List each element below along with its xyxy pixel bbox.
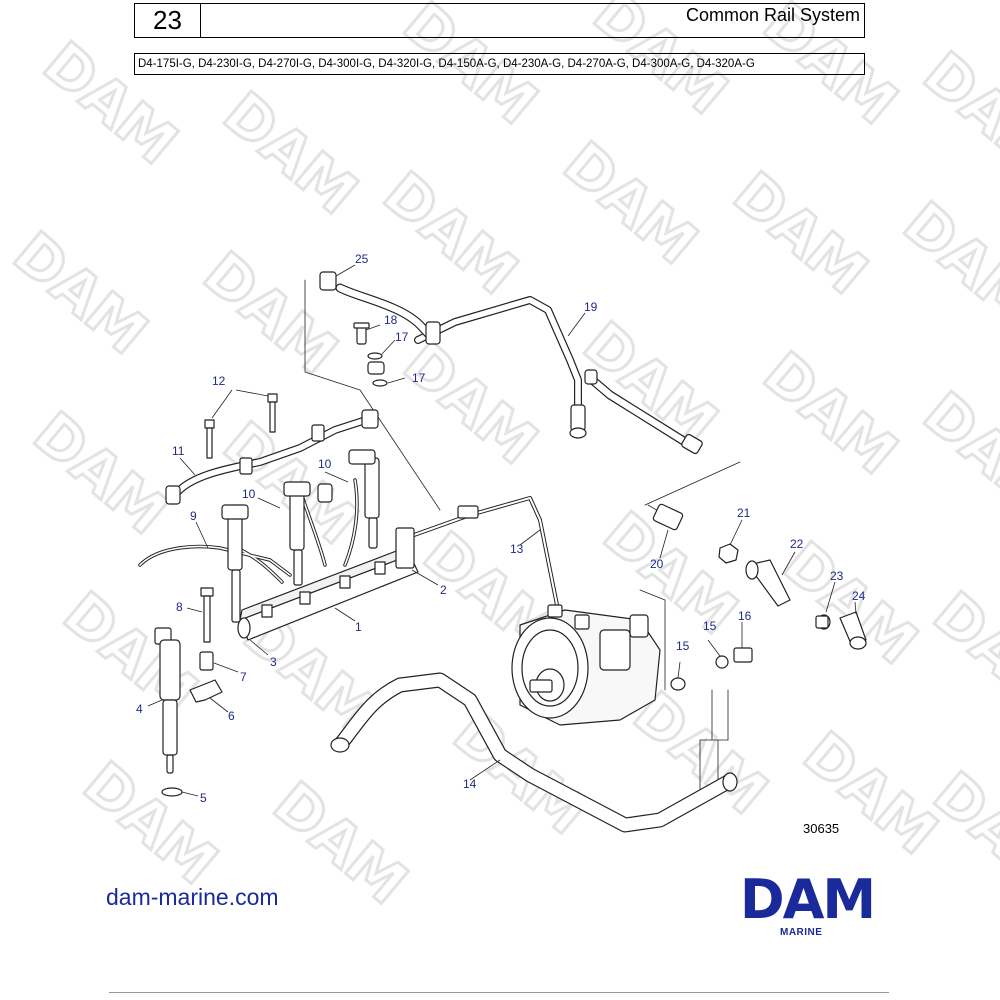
callout-9: 9 xyxy=(190,509,197,523)
callout-6: 6 xyxy=(228,709,235,723)
callout-11: 11 xyxy=(172,444,185,458)
footer-divider xyxy=(109,992,889,993)
callout-24: 24 xyxy=(852,589,866,603)
callout-10a: 10 xyxy=(242,487,256,501)
high-pressure-pump xyxy=(511,604,661,726)
fuel-rail xyxy=(237,527,419,641)
page-title: Common Rail System xyxy=(685,5,860,25)
callout-15a: 15 xyxy=(676,639,690,653)
callout-25: 25 xyxy=(355,252,369,266)
injector-upper-1 xyxy=(221,504,249,623)
leader-lines xyxy=(147,264,857,797)
callout-15b: 15 xyxy=(703,619,717,633)
callout-16: 16 xyxy=(738,609,752,623)
header-title-row: 23 Common Rail System xyxy=(134,3,865,38)
callout-13: 13 xyxy=(510,542,524,556)
callout-17b: 17 xyxy=(412,371,426,385)
callout-4: 4 xyxy=(136,702,143,716)
callout-8: 8 xyxy=(176,600,183,614)
figure-number: 30635 xyxy=(803,821,840,836)
callout-14: 14 xyxy=(463,777,477,791)
callout-20: 20 xyxy=(650,557,664,571)
callout-5: 5 xyxy=(200,791,207,805)
injector-4 xyxy=(154,627,181,774)
injector-upper-3 xyxy=(348,449,380,549)
section-number: 23 xyxy=(135,4,201,37)
logo-text: DAM xyxy=(740,872,874,931)
website-link[interactable]: dam-marine.com xyxy=(106,884,279,910)
bolt-12a xyxy=(204,419,215,459)
callout-1: 1 xyxy=(355,620,362,634)
leader-frame-right xyxy=(644,461,741,506)
callout-21: 21 xyxy=(737,506,751,520)
callout-19: 19 xyxy=(584,300,598,314)
dam-logo: DAM xyxy=(718,872,896,931)
leader-frame-pump xyxy=(639,589,666,691)
bolt-12b xyxy=(267,393,278,433)
callout-3: 3 xyxy=(270,655,277,669)
logo-subtext: MARINE xyxy=(780,927,823,938)
callout-2: 2 xyxy=(440,583,447,597)
callouts: 1 2 3 4 5 6 7 8 9 10 10 11 12 13 14 15 1… xyxy=(136,252,866,805)
callout-10b: 10 xyxy=(318,457,332,471)
leader-frame-top xyxy=(304,279,441,511)
model-list: D4-175I-G, D4-230I-G, D4-270I-G, D4-300I… xyxy=(134,53,865,75)
callout-12: 12 xyxy=(212,374,226,388)
injector-upper-2 xyxy=(283,481,311,586)
callout-23: 23 xyxy=(830,569,844,583)
callout-7: 7 xyxy=(240,670,247,684)
callout-22: 22 xyxy=(790,537,804,551)
callout-18: 18 xyxy=(384,313,398,327)
callout-17a: 17 xyxy=(395,330,409,344)
